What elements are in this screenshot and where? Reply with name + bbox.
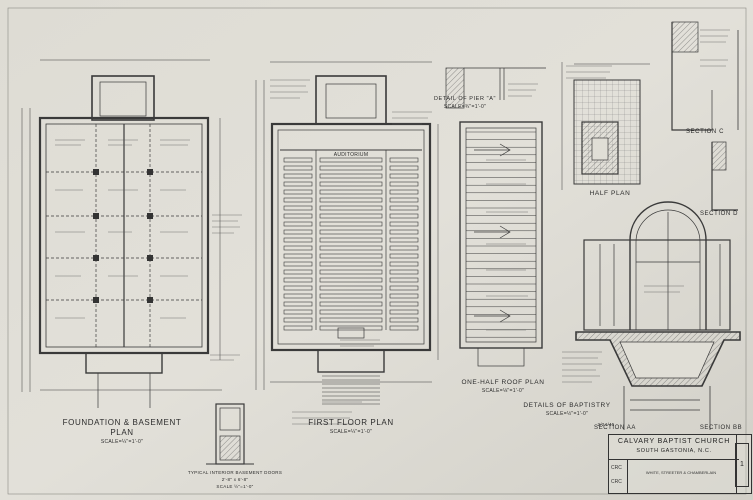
section-d-title: SECTION D <box>699 211 739 217</box>
auditorium-label: AUDITORIUM <box>333 152 369 158</box>
checked-by-initials: CRC <box>611 479 622 485</box>
foundation-plan <box>21 59 242 408</box>
section-d <box>711 141 738 211</box>
roof-plan-scale: SCALE=⅛"=1'-0" <box>481 388 525 394</box>
pier-detail-title: DETAIL OF PIER "A" <box>433 96 497 102</box>
sheet-number: 1 <box>735 443 749 487</box>
architects-name: WHITE, STREETER & CHAMBERLAIN <box>645 470 717 475</box>
title-block-divider <box>609 459 739 460</box>
drawn-by-initials: CRC <box>611 465 622 471</box>
roof-plan-title: ONE-HALF ROOF PLAN <box>461 379 545 386</box>
half-plan-title: HALF PLAN <box>589 190 631 197</box>
church-name: CALVARY BAPTIST CHURCH <box>617 438 731 445</box>
baptistry-details-scale: SCALE=½"=1'-0" <box>545 411 589 417</box>
baptistry-details-title: DETAILS OF BAPTISTRY <box>523 402 611 409</box>
first-floor-plan-title: FIRST FLOOR PLAN <box>308 418 394 427</box>
section-bb-title: SECTION BB <box>699 425 743 431</box>
pier-detail <box>445 67 546 109</box>
section-c-title: SECTION C <box>685 129 725 135</box>
title-block-divider <box>736 435 737 493</box>
foundation-plan-title: FOUNDATION & BASEMENT <box>62 418 182 427</box>
half-plan <box>561 62 650 190</box>
section-aa-title: SECTION AA <box>593 425 636 431</box>
roof-plan <box>459 83 543 367</box>
first-floor-plan <box>255 61 439 425</box>
baptistry-elevation <box>562 201 741 430</box>
section-c <box>671 21 739 131</box>
foundation-plan-scale: SCALE=¼"=1'-0" <box>100 439 144 445</box>
pier-detail-scale: SCALE=¾"=1'-0" <box>443 104 487 110</box>
title-block: CALVARY BAPTIST CHURCH SOUTH GASTONIA, N… <box>608 434 752 494</box>
church-location: SOUTH GASTONIA, N.C. <box>636 448 712 454</box>
door-detail-size: 2'-8" x 6'-8" <box>221 477 249 482</box>
date-note: 2/24/45 <box>597 422 615 427</box>
door-detail-title: TYPICAL INTERIOR BASEMENT DOORS <box>187 470 283 475</box>
door-detail-scale: SCALE ½"=1'-0" <box>216 484 254 489</box>
foundation-plan-title-2: PLAN <box>110 428 134 437</box>
door-detail <box>206 403 254 465</box>
title-block-divider <box>627 459 628 493</box>
first-floor-plan-scale: SCALE=¼"=1'-0" <box>329 429 373 435</box>
